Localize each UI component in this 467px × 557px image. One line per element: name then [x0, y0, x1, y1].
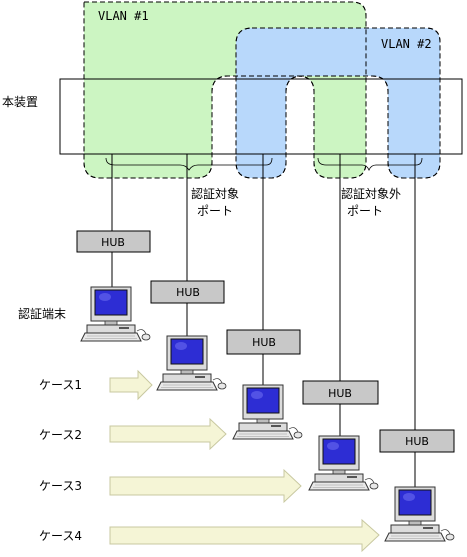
case-3-arrow — [109, 468, 302, 504]
auth-port-label-line1: 認証対象 — [191, 186, 239, 201]
computer-icon — [308, 435, 379, 491]
svg-text:HUB: HUB — [101, 236, 125, 249]
terminal-label: 認証端末 — [18, 306, 66, 321]
case-1-label: ケース1 — [39, 378, 82, 392]
hub-5: HUB — [379, 429, 455, 453]
nonauth-port-brace — [317, 157, 423, 172]
hub-3: HUB — [226, 329, 301, 355]
case-1-arrow — [109, 369, 153, 401]
computer-icon — [232, 384, 303, 440]
hub-2: HUB — [150, 280, 225, 304]
vlan1-label: VLAN #1 — [98, 9, 149, 23]
case-4-label: ケース4 — [39, 529, 82, 543]
svg-text:HUB: HUB — [252, 336, 276, 349]
auth-port-label-line2: ポート — [197, 204, 233, 218]
vlan2-label: VLAN #2 — [381, 37, 432, 51]
svg-text:HUB: HUB — [405, 435, 429, 448]
computer-icon — [384, 486, 455, 542]
svg-text:HUB: HUB — [328, 387, 352, 400]
auth-port-brace — [105, 157, 273, 171]
svg-text:HUB: HUB — [176, 286, 200, 299]
case-2-label: ケース2 — [39, 428, 82, 442]
nonauth-port-label-line1: 認証対象外 — [341, 186, 401, 201]
device-label: 本装置 — [2, 95, 38, 109]
case-2-arrow — [109, 417, 227, 451]
device-box — [59, 78, 463, 155]
computer-icon — [80, 286, 151, 342]
computer-icon — [156, 335, 227, 391]
hub-1: HUB — [76, 230, 151, 253]
case-3-label: ケース3 — [39, 479, 82, 493]
hub-4: HUB — [302, 380, 379, 405]
case-4-arrow — [109, 518, 380, 553]
nonauth-port-label-line2: ポート — [347, 204, 383, 218]
